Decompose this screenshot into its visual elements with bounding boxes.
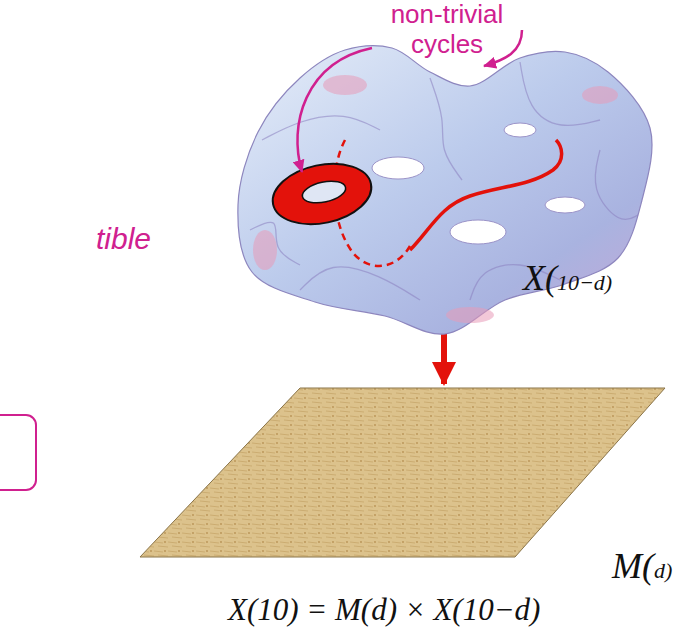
base-manifold bbox=[140, 388, 665, 557]
surface-tint bbox=[446, 307, 494, 323]
calabi-yau-surface bbox=[238, 46, 652, 334]
space-label: M(d) bbox=[612, 545, 672, 587]
surface-hole bbox=[504, 123, 536, 137]
partial-frame bbox=[0, 415, 36, 490]
surface-fold bbox=[262, 116, 380, 140]
surface-tint bbox=[253, 230, 277, 270]
leader-line bbox=[484, 30, 522, 66]
base-plane: M(d) bbox=[140, 388, 685, 595]
surface-hole bbox=[450, 220, 506, 244]
callout-label: non-trivial cycles bbox=[372, 0, 522, 60]
space-label: X(10−d) bbox=[523, 257, 612, 299]
leader-line bbox=[297, 48, 372, 172]
manifold-blob: X(10−d) bbox=[235, 45, 685, 320]
surface-hole bbox=[372, 157, 424, 179]
surface-fold bbox=[430, 78, 462, 180]
visible-cycle bbox=[410, 140, 562, 250]
surface-tint bbox=[582, 86, 618, 104]
product-formula: X(10) = M(d) × X(10−d) bbox=[228, 592, 540, 628]
surface-tint bbox=[323, 75, 367, 95]
surface-hole bbox=[545, 197, 585, 213]
torus-hole bbox=[300, 178, 347, 207]
partial-caption: tible bbox=[96, 222, 151, 257]
torus-cycle bbox=[267, 155, 377, 233]
surface-fold bbox=[595, 150, 638, 220]
manifold-blob-outline bbox=[235, 45, 685, 320]
surface-fold bbox=[300, 267, 420, 300]
base-plane-outline bbox=[140, 388, 685, 595]
